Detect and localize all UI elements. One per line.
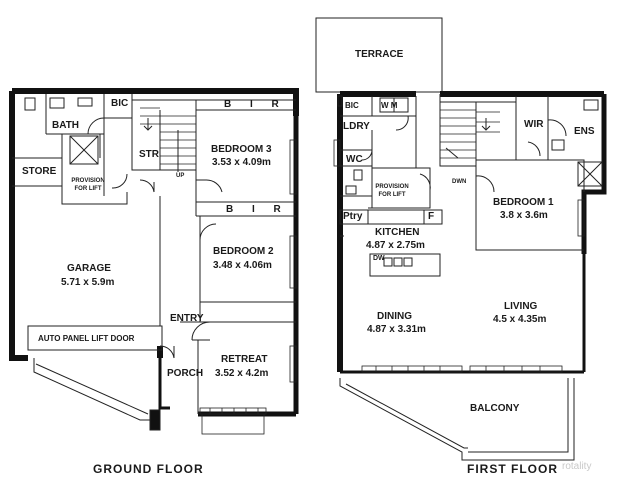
first-floor-title: FIRST FLOOR [467, 462, 558, 476]
dishwasher-label: DW [373, 255, 385, 262]
garage-door-label: AUTO PANEL LIFT DOOR [38, 334, 135, 343]
balcony-label: BALCONY [470, 403, 520, 414]
bedroom3-label: BEDROOM 3 [211, 144, 272, 155]
stair-up-label: UP [176, 173, 185, 179]
ground-floor-title: GROUND FLOOR [93, 462, 204, 476]
first-bic-label: BIC [345, 101, 359, 110]
lift-provision-label: PROVISION FOR LIFT [71, 178, 105, 192]
garage-dims: 5.71 x 5.9m [61, 277, 115, 288]
living-label: LIVING [504, 301, 538, 312]
ground-floor-plan [9, 88, 299, 435]
bedroom1-label: BEDROOM 1 [493, 197, 554, 208]
porch-label: PORCH [167, 368, 204, 379]
bic-label: BIC [111, 98, 129, 109]
entry-label: ENTRY [170, 313, 204, 324]
living-dims: 4.5 x 4.35m [493, 314, 547, 325]
bedroom2-dims: 3.48 x 4.06m [213, 260, 272, 271]
bath-label: BATH [52, 120, 80, 131]
first-lift-provision-label: PROVISION FOR LIFT [375, 184, 409, 198]
garage-label: GARAGE [67, 263, 111, 274]
wir-label: WIR [524, 119, 544, 130]
ensuite-label: ENS [574, 126, 595, 137]
dining-dims: 4.87 x 3.31m [367, 324, 426, 335]
bir-label-bedroom2: B I R [226, 204, 289, 215]
storage-label: STR [139, 149, 159, 160]
laundry-label: LDRY [343, 121, 370, 132]
dining-label: DINING [377, 311, 412, 322]
stair-down-label: DWN [452, 179, 467, 185]
wc-label: WC [346, 154, 363, 165]
bedroom1-dims: 3.8 x 3.6m [500, 210, 548, 221]
bedroom2-label: BEDROOM 2 [213, 246, 274, 257]
terrace-label: TERRACE [355, 49, 404, 60]
fridge-label: F [428, 211, 435, 222]
first-floor-plan [315, 17, 607, 461]
washer-label: W M [381, 101, 398, 110]
bedroom3-dims: 3.53 x 4.09m [212, 157, 271, 168]
kitchen-dims: 4.87 x 2.75m [366, 240, 425, 251]
pantry-label: Ptry [343, 211, 363, 222]
bir-label-bedroom3: B I R [224, 99, 287, 110]
kitchen-label: KITCHEN [375, 227, 420, 238]
watermark-text: rotality [562, 461, 592, 472]
retreat-dims: 3.52 x 4.2m [215, 368, 269, 379]
store-label: STORE [22, 166, 57, 177]
retreat-label: RETREAT [221, 354, 268, 365]
